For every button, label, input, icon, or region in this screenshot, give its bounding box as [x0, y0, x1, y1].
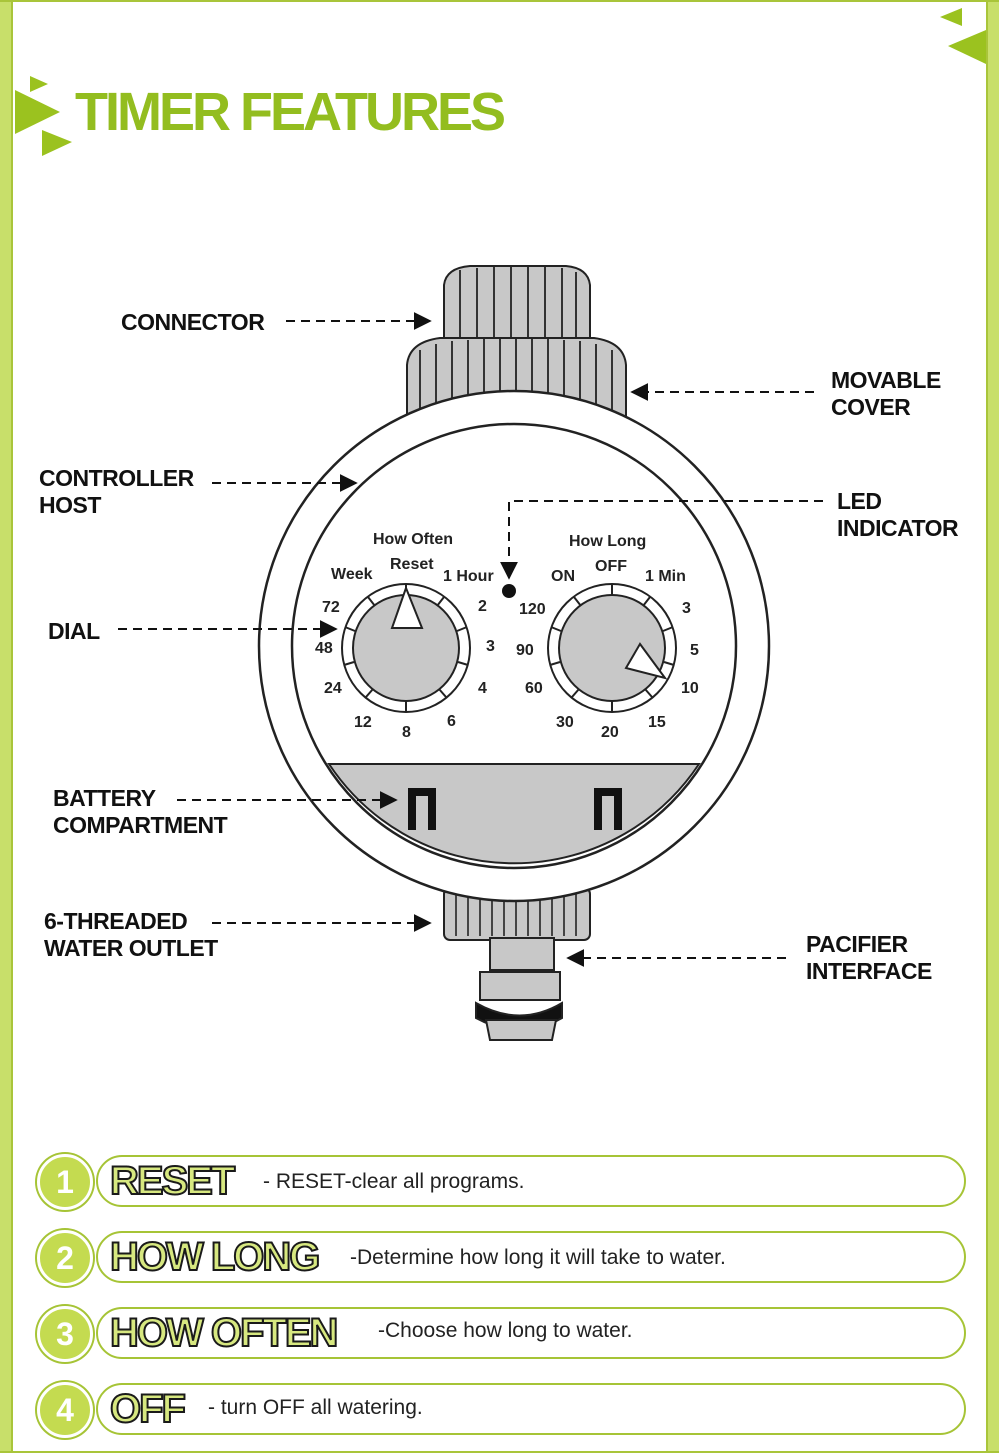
- water-outlet-label: 6-THREADED WATER OUTLET: [44, 908, 218, 961]
- connector-label: CONNECTOR: [121, 309, 265, 335]
- battery-compartment-label: BATTERY COMPARTMENT: [53, 785, 228, 838]
- right-dial-mark: 5: [690, 642, 699, 659]
- right-dial-mark: 90: [516, 642, 534, 659]
- left-dial-mark: 8: [402, 724, 411, 741]
- left-frame-bar: [0, 0, 13, 1453]
- arrow-icon: [42, 130, 72, 156]
- arrow-icon: [15, 90, 60, 134]
- controller-host-label: CONTROLLER HOST: [39, 465, 194, 518]
- led-indicator-label: LED INDICATOR: [837, 488, 959, 541]
- left-dial-mark: 1 Hour: [443, 568, 494, 585]
- right-frame-bar: [986, 0, 999, 1453]
- arrow-icon: [948, 30, 986, 64]
- right-dial-mark: 60: [525, 680, 543, 697]
- left-dial-mark: 72: [322, 599, 340, 616]
- right-dial-mark: 3: [682, 600, 691, 617]
- right-dial-mark: 20: [601, 724, 619, 741]
- water-outlet-part: [443, 887, 591, 941]
- feature-description: - RESET-clear all programs.: [263, 1170, 525, 1193]
- battery-clip-right: [594, 788, 622, 830]
- feature-number-badge: 4: [37, 1382, 93, 1438]
- feature-number-badge: 2: [37, 1230, 93, 1286]
- decorative-arrows: [15, 8, 986, 156]
- led-callout: [500, 500, 823, 580]
- right-dial-mark: 1 Min: [645, 568, 686, 585]
- controller-inner-ring: [290, 422, 738, 870]
- left-dial: [341, 583, 471, 713]
- left-dial-mark: 48: [315, 640, 333, 657]
- arrow-icon: [940, 8, 962, 26]
- arrow-icon: [30, 76, 48, 92]
- left-dial-mark: 4: [478, 680, 487, 697]
- dial-label: DIAL: [48, 618, 100, 644]
- battery-clip-left: [408, 788, 436, 830]
- right-dial-title: How Long: [569, 533, 647, 550]
- page-title: TIMER FEATURES: [75, 82, 506, 142]
- pacifier-interface-label: PACIFIER INTERFACE: [806, 931, 932, 984]
- feature-name: OFF: [109, 1386, 187, 1432]
- right-dial-mark: 120: [519, 601, 546, 618]
- pacifier-interface-part: [475, 937, 563, 1041]
- led-indicator-dot: [502, 584, 516, 598]
- left-dial-reset: Reset: [390, 556, 434, 573]
- feature-name: HOW OFTEN: [109, 1310, 339, 1356]
- right-dial: [547, 583, 677, 713]
- feature-number-badge: 1: [37, 1154, 93, 1210]
- right-dial-mark: 30: [556, 714, 574, 731]
- top-frame-line: [0, 0, 999, 2]
- feature-pill: [96, 1155, 966, 1207]
- movable-cover-label: MOVABLE COVER: [831, 367, 941, 420]
- feature-pill: [96, 1307, 966, 1359]
- left-dial-mark: 12: [354, 714, 372, 731]
- feature-pill: [96, 1231, 966, 1283]
- right-dial-mark: 10: [681, 680, 699, 697]
- bottom-frame-line: [0, 1451, 999, 1453]
- left-dial-title: How Often: [373, 531, 453, 548]
- feature-number-badge: 3: [37, 1306, 93, 1362]
- right-dial-mark: 15: [648, 714, 666, 731]
- connector-part: [443, 265, 591, 346]
- right-dial-mark: OFF: [595, 558, 627, 575]
- right-dial-mark: ON: [551, 568, 575, 585]
- feature-pill: [96, 1383, 966, 1435]
- left-dial-mark: Week: [331, 566, 373, 583]
- feature-name: HOW LONG: [109, 1234, 321, 1280]
- feature-description: - turn OFF all watering.: [208, 1396, 423, 1419]
- feature-description: -Determine how long it will take to wate…: [350, 1246, 726, 1269]
- feature-name: RESET: [109, 1158, 236, 1204]
- feature-description: -Choose how long to water.: [378, 1319, 633, 1342]
- left-dial-mark: 2: [478, 598, 487, 615]
- left-dial-mark: 3: [486, 638, 495, 655]
- left-dial-mark: 6: [447, 713, 456, 730]
- left-dial-mark: 24: [324, 680, 342, 697]
